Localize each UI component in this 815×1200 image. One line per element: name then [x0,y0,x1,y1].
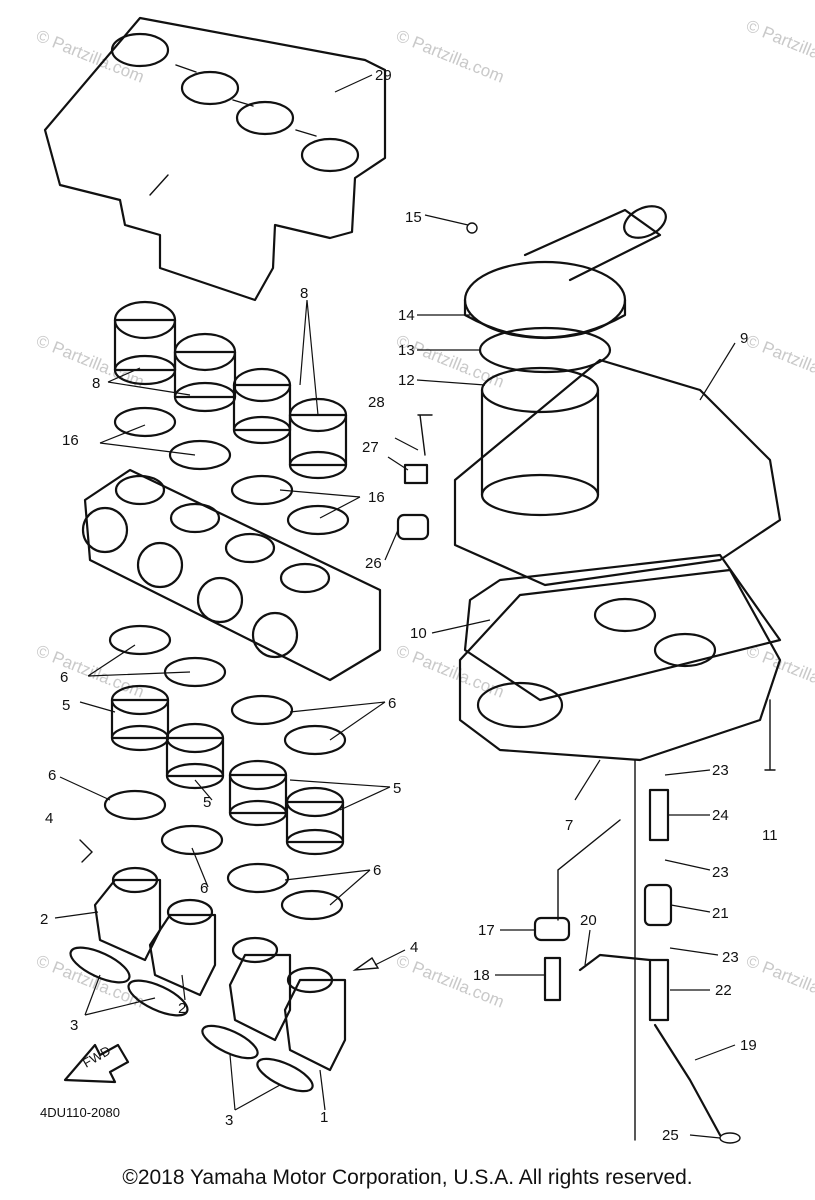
part-12-element [480,366,600,517]
callout-19: 19 [740,1037,757,1054]
callout-9: 9 [740,330,748,347]
callout-20: 20 [580,912,597,929]
callout-6: 6 [373,862,381,879]
watermark: © Partzilla.com [744,951,815,1012]
callout-23: 23 [712,762,729,779]
callout-11: 11 [762,827,778,844]
callout-29: 29 [375,67,392,84]
part-28-bolt [417,414,433,456]
part-15-screw [466,222,478,234]
intake-assembly [69,300,382,1093]
watermark: © Partzilla.com [744,16,815,77]
callout-5: 5 [62,697,70,714]
callout-2: 2 [178,1000,186,1017]
callout-12: 12 [398,372,415,389]
watermark: © Partzilla.com [34,641,147,702]
callouts: 29 15 14 13 12 9 8 8 28 27 26 16 16 10 6… [40,67,778,1144]
callout-7: 7 [565,817,573,834]
part-13-seal [478,326,612,374]
callout-16: 16 [368,489,385,506]
callout-4: 4 [45,810,53,827]
callout-5: 5 [203,794,211,811]
callout-23: 23 [722,949,739,966]
callout-24: 24 [712,807,729,824]
callout-6: 6 [388,695,396,712]
callout-8: 8 [300,285,308,302]
part-18-joint [543,956,562,1002]
watermark: © Partzilla.com [744,331,815,392]
callout-6: 6 [60,669,68,686]
part-5-joint [110,684,345,856]
copyright-notice: ©2018 Yamaha Motor Corporation, U.S.A. A… [122,1166,693,1189]
callout-10: 10 [410,625,427,642]
part-16-clamp [113,406,350,536]
part-17-grommet [533,916,571,942]
watermark: © Partzilla.com [394,26,507,87]
part-20-hose [578,953,652,972]
callout-23: 23 [712,864,729,881]
part-7-case [458,568,782,762]
callout-1: 1 [320,1109,328,1126]
callout-6: 6 [48,767,56,784]
leader-lines [54,74,736,1139]
part-8-joint [113,300,348,480]
part-29-plate [43,16,387,302]
callout-27: 27 [362,439,379,456]
part-27-collar [403,463,429,485]
callout-8: 8 [92,375,100,392]
callout-3: 3 [70,1017,78,1034]
watermark: © Partzilla.com [394,641,507,702]
callout-26: 26 [365,555,382,572]
callout-21: 21 [712,905,729,922]
watermark: © Partzilla.com [744,641,815,702]
watermark-group: © Partzilla.com © Partzilla.com © Partzi… [34,16,815,1012]
callout-2: 2 [40,911,48,928]
callout-5: 5 [393,780,401,797]
callout-15: 15 [405,209,422,226]
callout-17: 17 [478,922,495,939]
part-10-gasket [463,553,782,702]
part-26-grommet [396,513,430,541]
callout-18: 18 [473,967,490,984]
diagram-code: 4DU110-2080 [40,1105,120,1120]
watermark: © Partzilla.com [394,951,507,1012]
callout-14: 14 [398,307,415,324]
part-24-hose [648,788,670,842]
part-25-clip [719,1132,741,1144]
callout-13: 13 [398,342,415,359]
callout-6: 6 [200,880,208,897]
part-11-screw [764,699,776,771]
part-9-case [453,358,782,587]
part-19-hose [653,1023,722,1137]
part-4-screw [79,839,380,971]
callout-16: 16 [62,432,79,449]
callout-3: 3 [225,1112,233,1129]
callout-4: 4 [410,939,418,956]
part-6-clamp [103,624,347,921]
callout-28: 28 [368,394,385,411]
fwd-label: FWD [80,1043,113,1071]
part-3-gasket [69,946,314,1093]
part-21-plug [643,883,673,927]
fwd-arrow-icon: FWD [63,1043,130,1084]
carburetor-assembly [81,468,382,682]
callout-25: 25 [662,1127,679,1144]
part-2-carb-joint [93,866,347,1072]
callout-22: 22 [715,982,732,999]
air-filter-assembly [396,205,782,1144]
part-22-hose [648,958,670,1022]
